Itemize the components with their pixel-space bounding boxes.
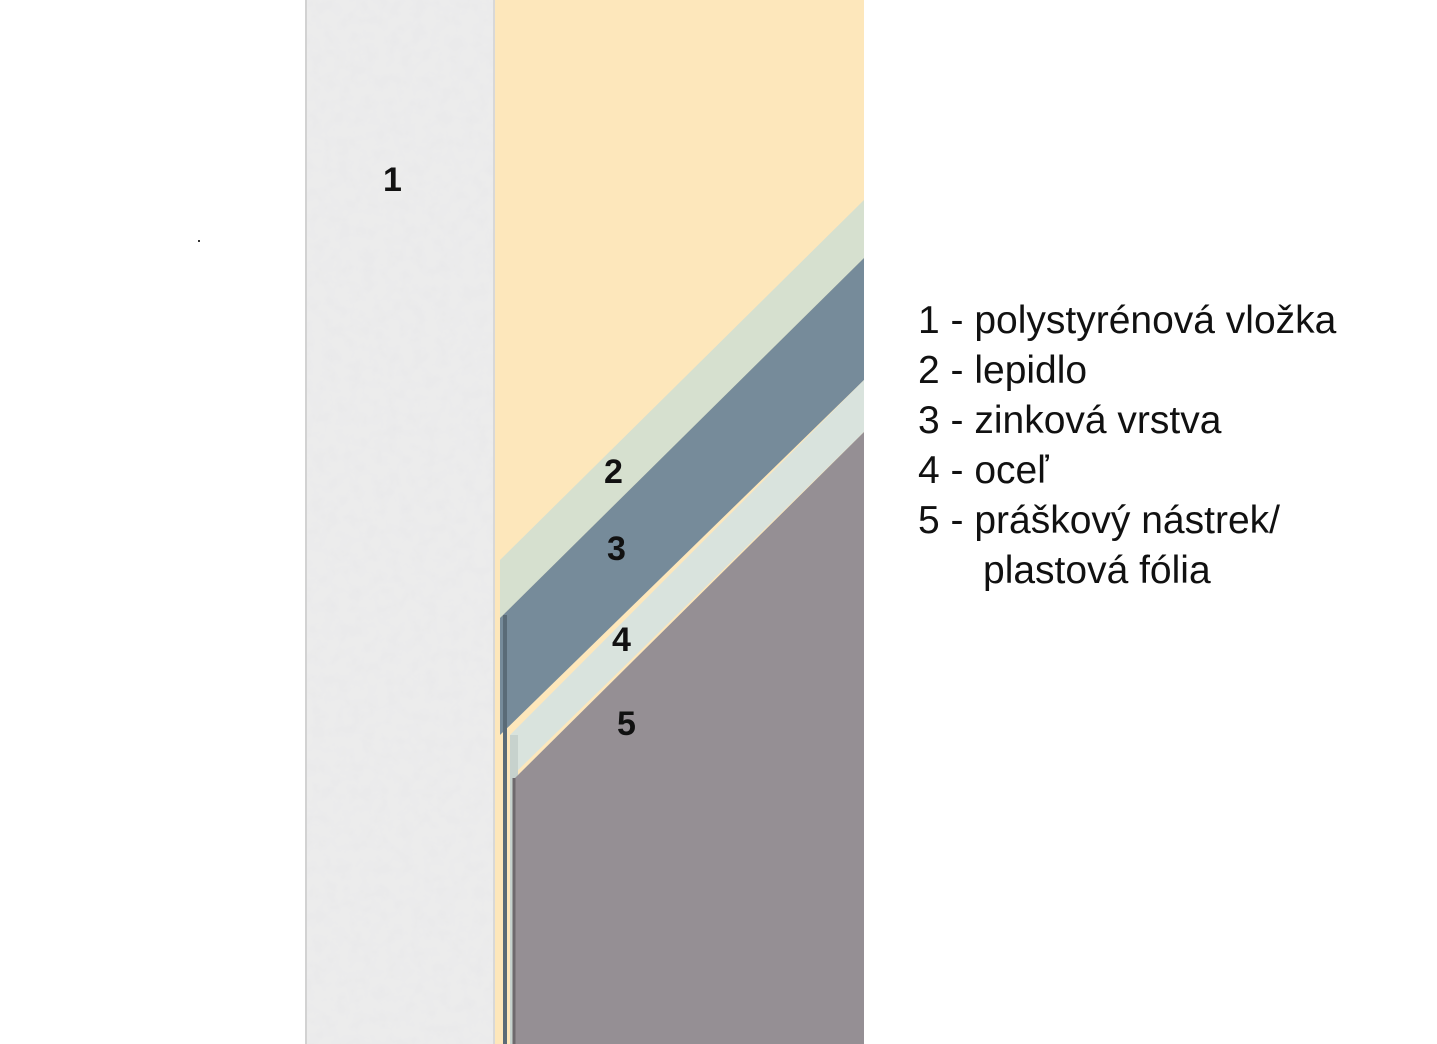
layer-3-zinc [500, 258, 864, 735]
legend-item-coating-continued-text: plastová fólia [983, 549, 1211, 592]
layer-5-coating [515, 432, 864, 1044]
legend-item-steel: 4 - oceľ [918, 449, 1049, 492]
legend-item-polystyrene: 1 - polystyrénová vložka [918, 299, 1337, 342]
layer-1-polystyrene [305, 0, 495, 1044]
legend-item-coating-continued: plastová fólia [918, 546, 1336, 596]
layer-1-number: 1 [383, 161, 402, 199]
layer-5-number: 5 [617, 705, 636, 743]
layer-2-number: 2 [604, 453, 623, 491]
layer-3-number: 3 [607, 530, 626, 568]
layer-4-steel [510, 380, 864, 778]
stray-dot [198, 240, 200, 242]
legend-item-coating: 5 - práškový nástrek/ [918, 499, 1280, 542]
legend-item-zinc: 3 - zinková vrstva [918, 399, 1222, 442]
layer-legend: 1 - polystyrénová vložka 2 - lepidlo 3 -… [918, 296, 1336, 596]
layer-4-number: 4 [612, 621, 631, 659]
layer-2-adhesive [500, 200, 864, 618]
legend-item-adhesive: 2 - lepidlo [918, 349, 1088, 392]
